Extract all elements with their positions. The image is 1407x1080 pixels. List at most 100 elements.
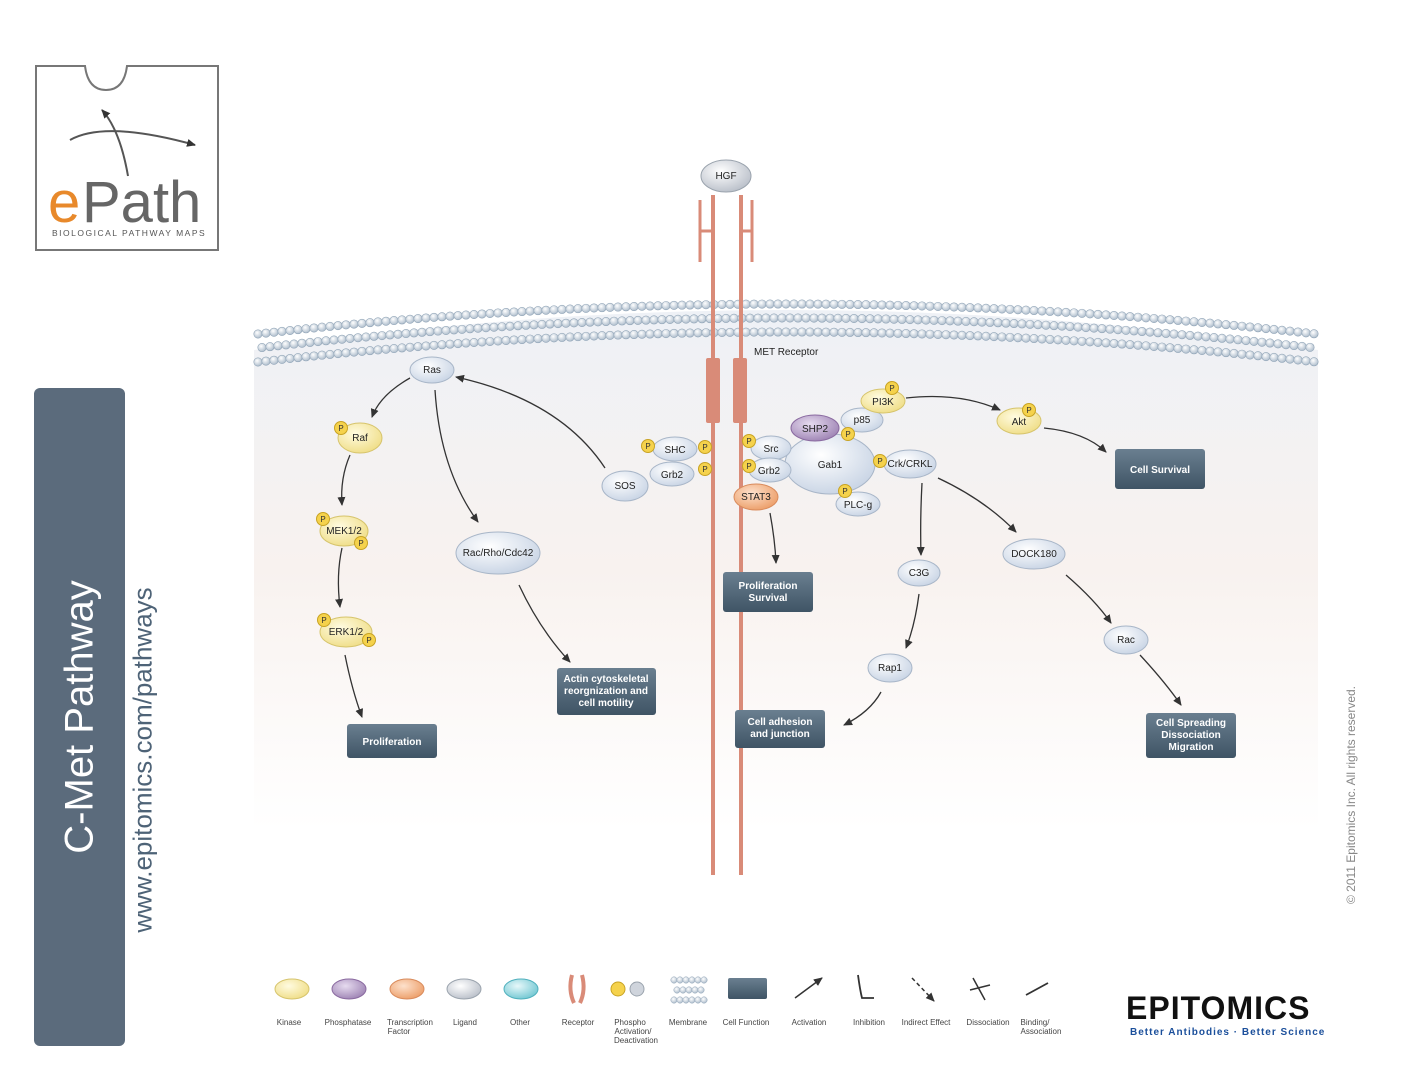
membrane-bead xyxy=(1233,335,1243,345)
membrane-bead xyxy=(1217,333,1227,343)
membrane-bead xyxy=(1305,342,1315,352)
membrane-bead xyxy=(569,318,579,328)
membrane-bead xyxy=(773,299,783,309)
membrane-bead xyxy=(861,328,871,338)
nodes: HGF Ras Raf MEK1/2 ERK1/2 Rac/Rho/Cdc42 … xyxy=(319,159,1149,683)
membrane-bead xyxy=(497,322,507,332)
legend-membrane: Membrane xyxy=(669,1018,708,1027)
phospho-badge xyxy=(742,434,756,448)
membrane-bead xyxy=(421,313,431,323)
membrane-bead xyxy=(1005,332,1015,342)
membrane-bead xyxy=(445,311,455,321)
membrane-bead xyxy=(861,300,871,310)
membrane-bead xyxy=(1189,317,1199,327)
membrane-bead xyxy=(1145,327,1155,337)
membrane-bead xyxy=(397,315,407,325)
membrane-bead xyxy=(873,314,883,324)
epitomics-logo: EPITOMICS xyxy=(1126,990,1311,1026)
membrane-bead xyxy=(661,329,671,339)
membrane-bead xyxy=(409,328,419,338)
membrane-bead xyxy=(1153,328,1163,338)
membrane-bead xyxy=(781,327,791,337)
phospho-badge-label: P xyxy=(746,462,751,471)
node-plcg-label: PLC-g xyxy=(844,500,872,511)
membrane-bead xyxy=(581,303,591,313)
membrane-bead xyxy=(669,328,679,338)
membrane-bead xyxy=(929,315,939,325)
membrane-bead xyxy=(1141,313,1151,323)
membrane-bead xyxy=(817,313,827,323)
node-src-label: Src xyxy=(764,444,779,455)
membrane-bead xyxy=(1077,308,1087,318)
legend-ligand-icon xyxy=(446,978,482,1000)
membrane-bead xyxy=(621,302,631,312)
membrane-bead xyxy=(685,300,695,310)
membrane-bead xyxy=(333,321,343,331)
legend-phospho-line3: Deactivation xyxy=(614,1036,658,1045)
membrane-bead xyxy=(477,337,487,347)
membrane-bead xyxy=(1181,344,1191,354)
phospho-badge-label: P xyxy=(889,384,894,393)
membrane-bead xyxy=(533,334,543,344)
membrane-bead xyxy=(1017,319,1027,329)
legend-membrane-icon xyxy=(670,976,708,1004)
phospho-badge xyxy=(885,381,899,395)
membrane-bead xyxy=(1213,319,1223,329)
membrane-bead xyxy=(749,327,759,337)
membrane-bead xyxy=(1093,337,1103,347)
membrane-bead xyxy=(1117,311,1127,321)
membrane-bead xyxy=(597,303,607,313)
membrane-bead xyxy=(257,343,267,353)
membrane-bead xyxy=(333,349,343,359)
phospho-badge xyxy=(873,454,887,468)
membrane-bead xyxy=(289,339,299,349)
membrane-bead xyxy=(505,321,515,331)
membrane-bead xyxy=(981,331,991,341)
membrane-bead xyxy=(765,327,775,337)
node-c3g xyxy=(897,559,941,587)
membrane-bead xyxy=(1069,336,1079,346)
phospho-badge xyxy=(698,462,712,476)
membrane-bead xyxy=(269,355,279,365)
membrane-bead xyxy=(285,353,295,363)
membrane-bead xyxy=(493,308,503,318)
membrane-bead xyxy=(1301,356,1311,366)
membrane-bead xyxy=(1085,337,1095,347)
membrane-bead xyxy=(1173,343,1183,353)
membrane-bead xyxy=(581,331,591,341)
legend-binding-icon xyxy=(1025,982,1049,996)
node-sos xyxy=(601,470,649,502)
cell-functions: Proliferation Actin cytoskeletal reorgni… xyxy=(347,449,1236,758)
membrane-bead xyxy=(469,338,479,348)
membrane-bead xyxy=(1037,334,1047,344)
membrane-bead xyxy=(529,320,539,330)
membrane-bead xyxy=(1169,329,1179,339)
membrane-bead xyxy=(309,323,319,333)
membrane-bead xyxy=(905,315,915,325)
phospho-badge xyxy=(316,512,330,526)
membrane-bead xyxy=(573,304,583,314)
membrane-bead xyxy=(877,328,887,338)
membrane-bead xyxy=(1029,334,1039,344)
legend-membrane-bead xyxy=(694,996,702,1004)
membrane-bead xyxy=(573,332,583,342)
membrane-bead xyxy=(761,313,771,323)
legend-membrane-bead xyxy=(673,986,681,994)
membrane-bead xyxy=(1113,325,1123,335)
membrane-bead xyxy=(821,299,831,309)
pathways-url[interactable]: www.epitomics.com/pathways xyxy=(127,587,158,933)
membrane-bead xyxy=(1185,330,1195,340)
membrane-bead xyxy=(293,325,303,335)
membrane-bead xyxy=(509,335,519,345)
membrane-bead xyxy=(609,316,619,326)
membrane-bead xyxy=(989,332,999,342)
phospho-badge xyxy=(641,439,655,453)
phospho-badge-label: P xyxy=(702,465,707,474)
membrane-bead xyxy=(1005,304,1015,314)
membrane-bead xyxy=(429,312,439,322)
node-hgf xyxy=(700,159,752,193)
membrane-bead xyxy=(1101,310,1111,320)
membrane-bead xyxy=(305,337,315,347)
